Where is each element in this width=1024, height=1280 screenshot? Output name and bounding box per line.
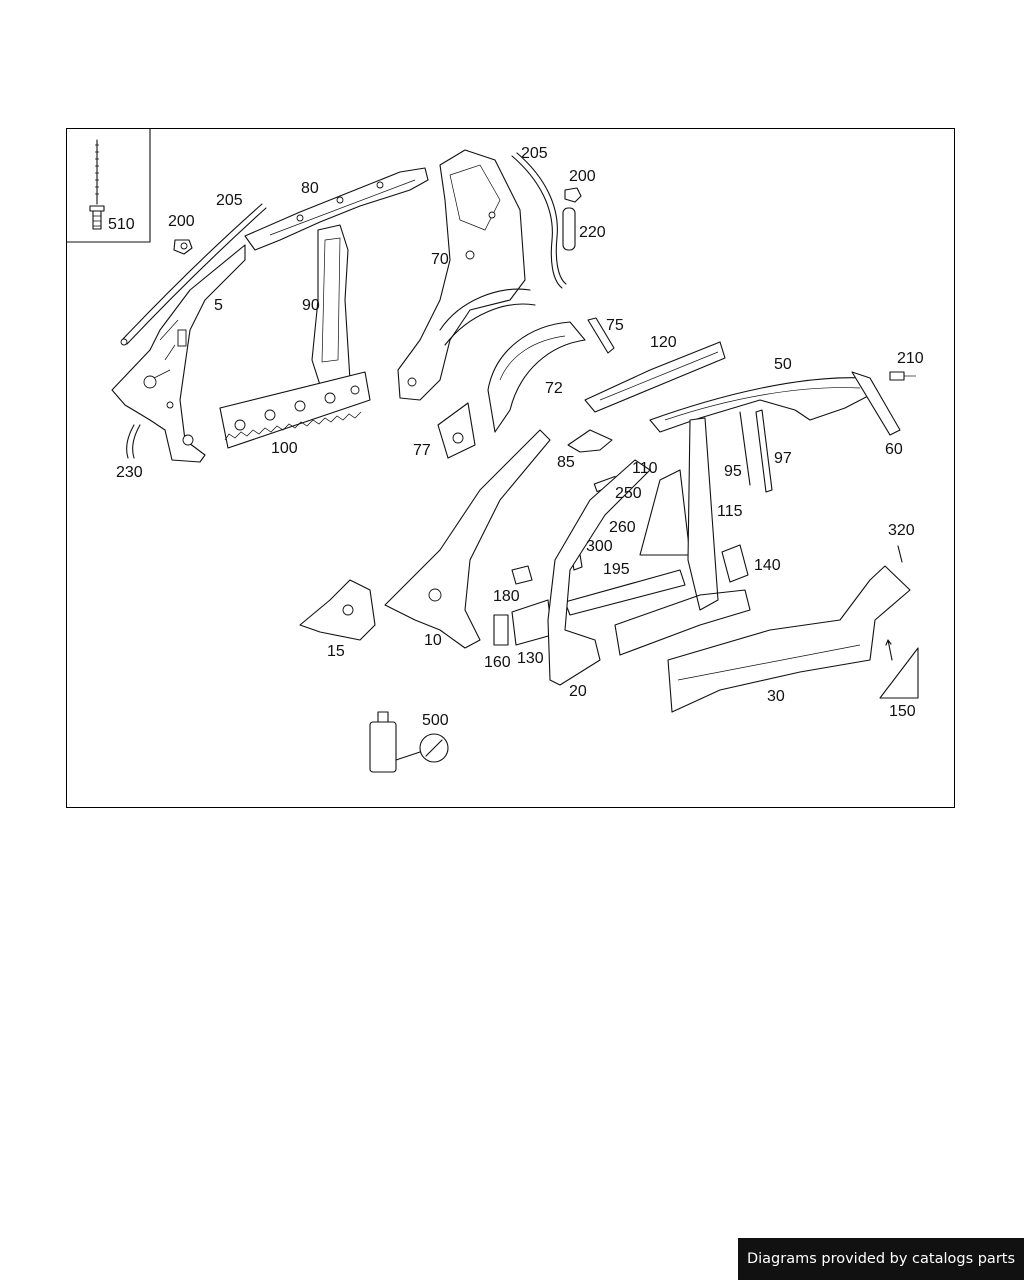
callout-30: 30	[767, 688, 785, 705]
callout-115: 115	[717, 503, 743, 520]
callout-15: 15	[327, 643, 345, 660]
inset-box	[66, 128, 151, 243]
part-110-pillar-inner	[639, 469, 691, 556]
credit-text: Diagrams provided by catalogs parts	[746, 1251, 1016, 1267]
callout-95: 95	[724, 463, 742, 480]
callout-90: 90	[302, 297, 320, 314]
callout-160: 160	[484, 654, 511, 671]
part-70-quarter-panel	[397, 149, 536, 401]
callout-200-left: 200	[168, 213, 195, 230]
part-140-bracket	[721, 544, 749, 583]
part-200-clip-right	[564, 187, 582, 203]
callout-230: 230	[116, 464, 143, 481]
callout-500: 500	[422, 712, 449, 729]
callout-20: 20	[569, 683, 587, 700]
callout-205-left: 205	[216, 192, 243, 209]
callout-300: 300	[586, 538, 613, 555]
part-95-strip	[739, 411, 751, 486]
callout-110: 110	[632, 460, 658, 477]
callout-80: 80	[301, 180, 319, 197]
part-115-b-pillar	[687, 417, 719, 611]
part-160-bracket	[493, 614, 509, 646]
callout-210: 210	[897, 350, 924, 367]
part-205-rod-left	[120, 203, 267, 346]
part-60-trim	[851, 371, 901, 436]
callout-100: 100	[271, 440, 298, 457]
callout-195: 195	[603, 561, 630, 578]
part-195-sill-strip	[564, 569, 686, 616]
part-20-door-frame	[547, 459, 751, 686]
callout-5: 5	[214, 297, 223, 314]
part-230-hose	[126, 424, 141, 459]
callout-60: 60	[885, 441, 903, 458]
callout-85: 85	[557, 454, 575, 471]
wrench-icon	[419, 733, 449, 763]
part-97-strip	[755, 409, 773, 493]
part-205-rod-right	[511, 152, 567, 289]
part-220-tube	[562, 207, 576, 251]
part-180-bracket	[511, 565, 533, 585]
part-85-plate	[567, 429, 613, 453]
callout-200-right: 200	[569, 168, 596, 185]
part-10-a-pillar-outer	[384, 429, 551, 649]
part-72-wheelhouse	[487, 321, 586, 433]
part-5-a-pillar	[111, 244, 246, 463]
callout-70: 70	[431, 251, 449, 268]
callout-130: 130	[517, 650, 544, 667]
callout-97: 97	[774, 450, 792, 467]
part-510-bolt	[89, 139, 105, 230]
callout-140: 140	[754, 557, 781, 574]
callout-75: 75	[606, 317, 624, 334]
part-15-bracket	[299, 579, 376, 641]
callout-10: 10	[424, 632, 442, 649]
callout-120: 120	[650, 334, 677, 351]
callout-180: 180	[493, 588, 520, 605]
callout-220: 220	[579, 224, 606, 241]
callout-320: 320	[888, 522, 915, 539]
part-500-adhesive-can	[369, 711, 421, 773]
callout-150: 150	[889, 703, 916, 720]
part-100-sill	[219, 371, 371, 449]
part-30-rocker	[667, 565, 911, 713]
callout-260: 260	[609, 519, 636, 536]
callout-72: 72	[545, 380, 563, 397]
arrow-150	[885, 639, 893, 661]
callout-50: 50	[774, 356, 792, 373]
callout-510: 510	[108, 216, 135, 233]
credit-bar: Diagrams provided by catalogs parts	[738, 1238, 1024, 1280]
callout-205-right: 205	[521, 145, 548, 162]
part-75-bracket	[587, 317, 615, 354]
part-320-pin	[897, 545, 903, 563]
part-150-trim	[879, 647, 919, 699]
part-120-rail	[584, 341, 726, 413]
callout-250: 250	[615, 485, 642, 502]
part-50-roof-frame	[649, 377, 871, 433]
part-200-clip-left	[173, 239, 193, 255]
part-80-roof-rail	[244, 167, 429, 251]
callout-77: 77	[413, 442, 431, 459]
part-130-bracket	[511, 599, 553, 646]
part-77-bracket	[437, 402, 476, 459]
part-210-stud	[889, 371, 916, 381]
